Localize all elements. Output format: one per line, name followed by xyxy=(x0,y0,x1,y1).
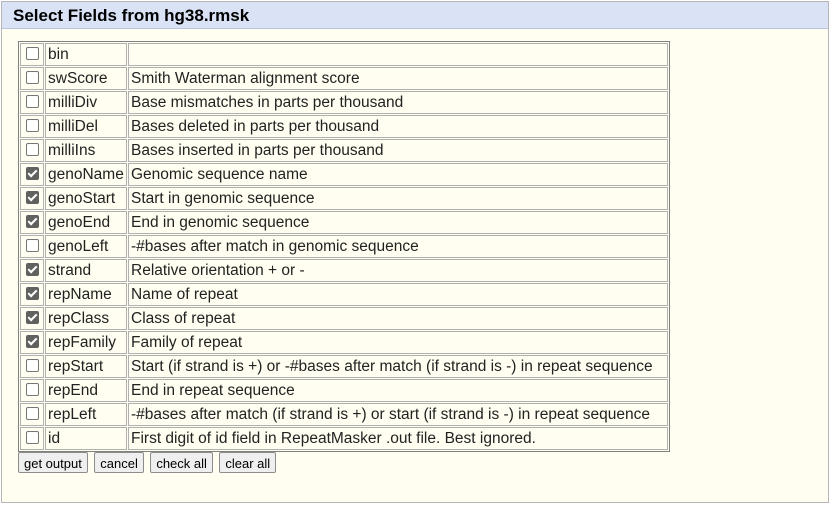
field-name: strand xyxy=(45,259,127,282)
field-description: Name of repeat xyxy=(128,283,668,306)
field-checkbox-cell xyxy=(20,259,44,282)
field-checkbox-milliDiv[interactable] xyxy=(25,94,39,108)
field-checkbox-cell xyxy=(20,379,44,402)
field-description: Base mismatches in parts per thousand xyxy=(128,91,668,114)
field-name: swScore xyxy=(45,67,127,90)
field-name: milliDiv xyxy=(45,91,127,114)
field-description: Bases deleted in parts per thousand xyxy=(128,115,668,138)
field-row-bin: bin xyxy=(20,43,668,66)
field-name: repLeft xyxy=(45,403,127,426)
button-bar: get output cancel check all clear all xyxy=(18,452,278,473)
field-checkbox-cell xyxy=(20,187,44,210)
field-description xyxy=(128,43,668,66)
field-checkbox-cell xyxy=(20,427,44,450)
field-name: id xyxy=(45,427,127,450)
field-description: Start in genomic sequence xyxy=(128,187,668,210)
cancel-button[interactable]: cancel xyxy=(94,452,144,473)
field-checkbox-cell xyxy=(20,139,44,162)
field-description: Relative orientation + or - xyxy=(128,259,668,282)
field-row-genoLeft: genoLeft-#bases after match in genomic s… xyxy=(20,235,668,258)
field-name: repEnd xyxy=(45,379,127,402)
field-description: Family of repeat xyxy=(128,331,668,354)
get-output-button[interactable]: get output xyxy=(18,452,88,473)
field-description: -#bases after match in genomic sequence xyxy=(128,235,668,258)
field-checkbox-bin[interactable] xyxy=(25,46,39,60)
field-checkbox-genoName[interactable] xyxy=(25,166,39,180)
field-checkbox-genoStart[interactable] xyxy=(25,190,39,204)
field-name: genoLeft xyxy=(45,235,127,258)
field-row-repLeft: repLeft-#bases after match (if strand is… xyxy=(20,403,668,426)
field-checkbox-cell xyxy=(20,43,44,66)
field-checkbox-cell xyxy=(20,91,44,114)
field-name: genoName xyxy=(45,163,127,186)
field-checkbox-swScore[interactable] xyxy=(25,70,39,84)
field-name: bin xyxy=(45,43,127,66)
field-checkbox-genoLeft[interactable] xyxy=(25,238,39,252)
field-name: milliIns xyxy=(45,139,127,162)
field-checkbox-cell xyxy=(20,283,44,306)
field-checkbox-cell xyxy=(20,403,44,426)
field-checkbox-repEnd[interactable] xyxy=(25,382,39,396)
field-checkbox-milliIns[interactable] xyxy=(25,142,39,156)
field-checkbox-id[interactable] xyxy=(25,430,39,444)
field-checkbox-repName[interactable] xyxy=(25,286,39,300)
field-checkbox-cell xyxy=(20,235,44,258)
field-description: Genomic sequence name xyxy=(128,163,668,186)
field-description: -#bases after match (if strand is +) or … xyxy=(128,403,668,426)
field-description: End in genomic sequence xyxy=(128,211,668,234)
field-checkbox-repLeft[interactable] xyxy=(25,406,39,420)
field-name: milliDel xyxy=(45,115,127,138)
field-checkbox-cell xyxy=(20,67,44,90)
field-description: Class of repeat xyxy=(128,307,668,330)
field-checkbox-cell xyxy=(20,115,44,138)
field-description: Bases inserted in parts per thousand xyxy=(128,139,668,162)
field-checkbox-repFamily[interactable] xyxy=(25,334,39,348)
field-checkbox-cell xyxy=(20,211,44,234)
field-checkbox-cell xyxy=(20,307,44,330)
field-description: Start (if strand is +) or -#bases after … xyxy=(128,355,668,378)
panel-title: Select Fields from hg38.rmsk xyxy=(2,2,828,29)
field-checkbox-cell xyxy=(20,331,44,354)
field-checkbox-genoEnd[interactable] xyxy=(25,214,39,228)
field-name: genoEnd xyxy=(45,211,127,234)
clear-all-button[interactable]: clear all xyxy=(219,452,277,473)
field-name: repName xyxy=(45,283,127,306)
field-description: First digit of id field in RepeatMasker … xyxy=(128,427,668,450)
field-name: repClass xyxy=(45,307,127,330)
field-name: repStart xyxy=(45,355,127,378)
field-name: genoStart xyxy=(45,187,127,210)
field-description: Smith Waterman alignment score xyxy=(128,67,668,90)
field-checkbox-cell xyxy=(20,355,44,378)
field-checkbox-repClass[interactable] xyxy=(25,310,39,324)
field-checkbox-cell xyxy=(20,163,44,186)
field-name: repFamily xyxy=(45,331,127,354)
check-all-button[interactable]: check all xyxy=(150,452,213,473)
field-checkbox-milliDel[interactable] xyxy=(25,118,39,132)
field-checkbox-strand[interactable] xyxy=(25,262,39,276)
field-description: End in repeat sequence xyxy=(128,379,668,402)
field-checkbox-repStart[interactable] xyxy=(25,358,39,372)
